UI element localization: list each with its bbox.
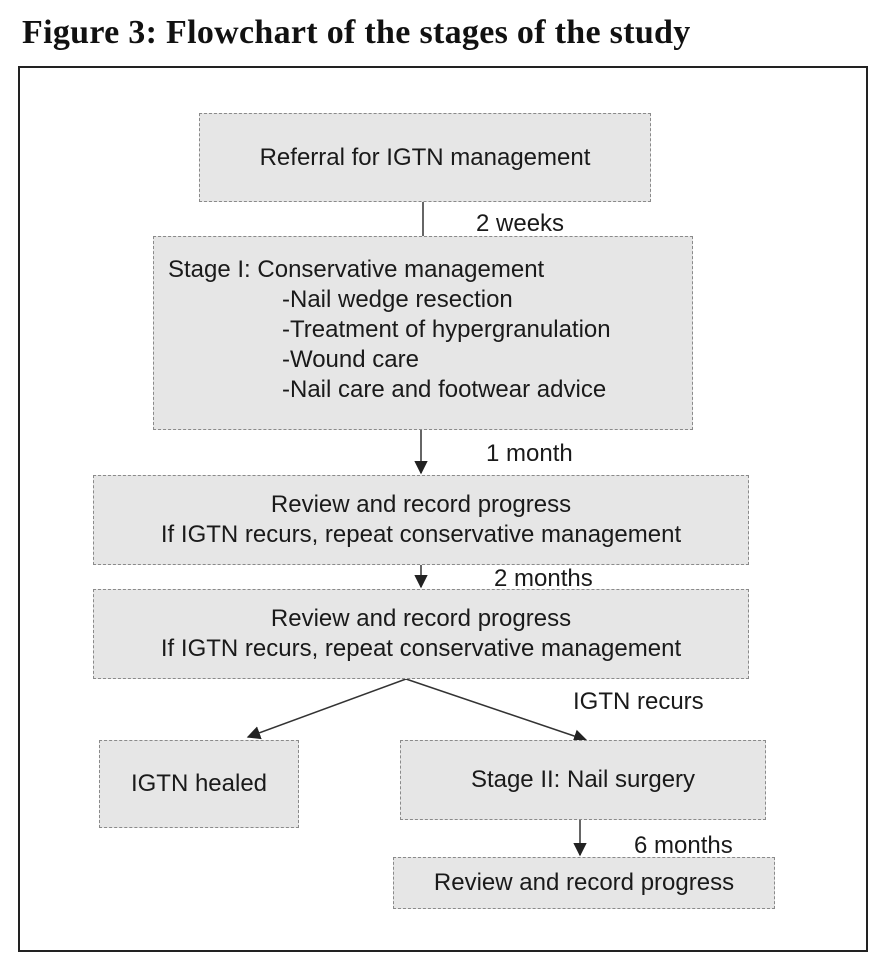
referral-text: Referral for IGTN management [259,143,591,171]
stage1-item: -Wound care [282,346,419,373]
review2-box: Review and record progress If IGTN recur… [93,589,749,679]
branch-label-igtn-recurs: IGTN recurs [573,688,704,715]
review1-box: Review and record progress If IGTN recur… [93,475,749,565]
interval-label-6-months: 6 months [634,832,733,859]
stage2-text: Stage II: Nail surgery [470,766,696,793]
stage1-box: Stage I: Conservative management -Nail w… [153,236,693,430]
review2-line1: Review and record progress [270,605,572,632]
interval-label-2-weeks: 2 weeks [476,210,565,237]
review3-text: Review and record progress [433,869,735,896]
stage1-item: -Nail care and footwear advice [282,376,607,403]
interval-label-1-month: 1 month [486,440,573,467]
review3-box: Review and record progress [393,857,775,909]
interval-label-2-months: 2 months [494,565,593,592]
review1-line1: Review and record progress [270,491,572,518]
figure-title: Figure 3: Flowchart of the stages of the… [22,14,691,51]
stage1-heading: Stage I: Conservative management [168,256,545,283]
healed-text: IGTN healed [130,770,268,797]
stage1-item: -Nail wedge resection [282,286,513,313]
stage1-item: -Treatment of hypergranulation [282,316,611,343]
review2-line2: If IGTN recurs, repeat conservative mana… [160,635,682,662]
healed-box: IGTN healed [99,740,299,828]
stage2-box: Stage II: Nail surgery [400,740,766,820]
review1-line2: If IGTN recurs, repeat conservative mana… [160,521,682,548]
referral-box: Referral for IGTN management [199,113,651,202]
